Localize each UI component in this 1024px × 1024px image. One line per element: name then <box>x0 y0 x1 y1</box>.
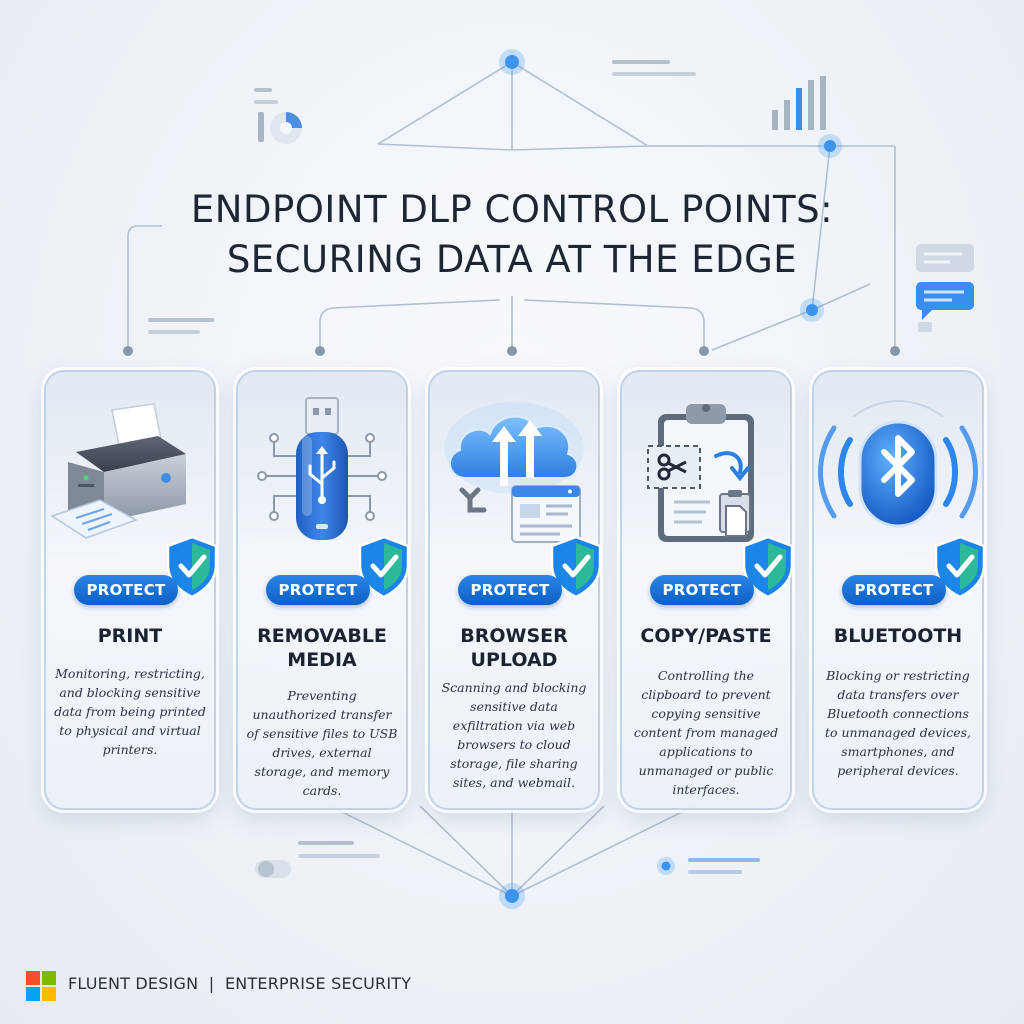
protect-badge: PROTECT <box>458 575 562 605</box>
protect-badge: PROTECT <box>74 575 178 605</box>
card-title: REMOVABLE MEDIA <box>257 625 387 671</box>
card-description: Controlling the clipboard to prevent cop… <box>633 668 779 797</box>
protect-badge: PROTECT <box>650 575 754 605</box>
card-print: PROTECT PRINT Monitoring, restricting, a… <box>44 370 218 810</box>
card-description: Preventing unauthorized transfer of sens… <box>246 688 398 798</box>
title-line-1: ENDPOINT DLP CONTROL POINTS: <box>190 188 834 231</box>
card-copy-paste: PROTECT COPY/PASTE Controlling the clipb… <box>620 370 794 810</box>
toggle-widget-icon <box>255 860 291 878</box>
shield-check-icon <box>742 535 794 599</box>
card-description: Blocking or restricting data transfers o… <box>824 668 972 778</box>
clipboard-icon <box>647 404 754 542</box>
printer-icon <box>50 403 186 539</box>
card-description: Scanning and blocking sensitive data exf… <box>441 680 587 790</box>
title-line-2: SECURING DATA AT THE EDGE <box>226 238 798 281</box>
page-title: ENDPOINT DLP CONTROL POINTS: SECURING DA… <box>0 185 1024 285</box>
chat-bubbles-icon <box>916 244 974 332</box>
card-description: Monitoring, restricting, and blocking se… <box>54 666 206 757</box>
usb-drive-icon <box>257 397 387 540</box>
card-title: PRINT <box>97 625 163 647</box>
bar-chart-icon <box>772 76 826 130</box>
card-removable-media: PROTECT REMOVABLE MEDIA Preventing unaut… <box>236 370 410 810</box>
footer-text: FLUENT DESIGN | ENTERPRISE SECURITY <box>68 974 412 993</box>
shield-check-icon <box>166 535 218 599</box>
shield-check-icon <box>550 535 602 599</box>
card-title: BLUETOOTH <box>833 625 963 647</box>
cloud-upload-icon <box>444 402 584 543</box>
card-bluetooth: PROTECT BLUETOOTH Blocking or restrictin… <box>812 370 986 810</box>
bluetooth-icon <box>818 400 978 528</box>
card-title: BROWSER UPLOAD <box>460 625 568 671</box>
shield-check-icon <box>934 535 986 599</box>
protect-badge: PROTECT <box>266 575 370 605</box>
card-title: COPY/PASTE <box>640 625 772 647</box>
shield-check-icon <box>358 535 410 599</box>
protect-badge: PROTECT <box>842 575 946 605</box>
donut-chart-icon <box>258 112 302 144</box>
microsoft-logo-icon <box>26 971 56 1001</box>
card-browser-upload: PROTECT BROWSER UPLOAD Scanning and bloc… <box>428 370 602 810</box>
